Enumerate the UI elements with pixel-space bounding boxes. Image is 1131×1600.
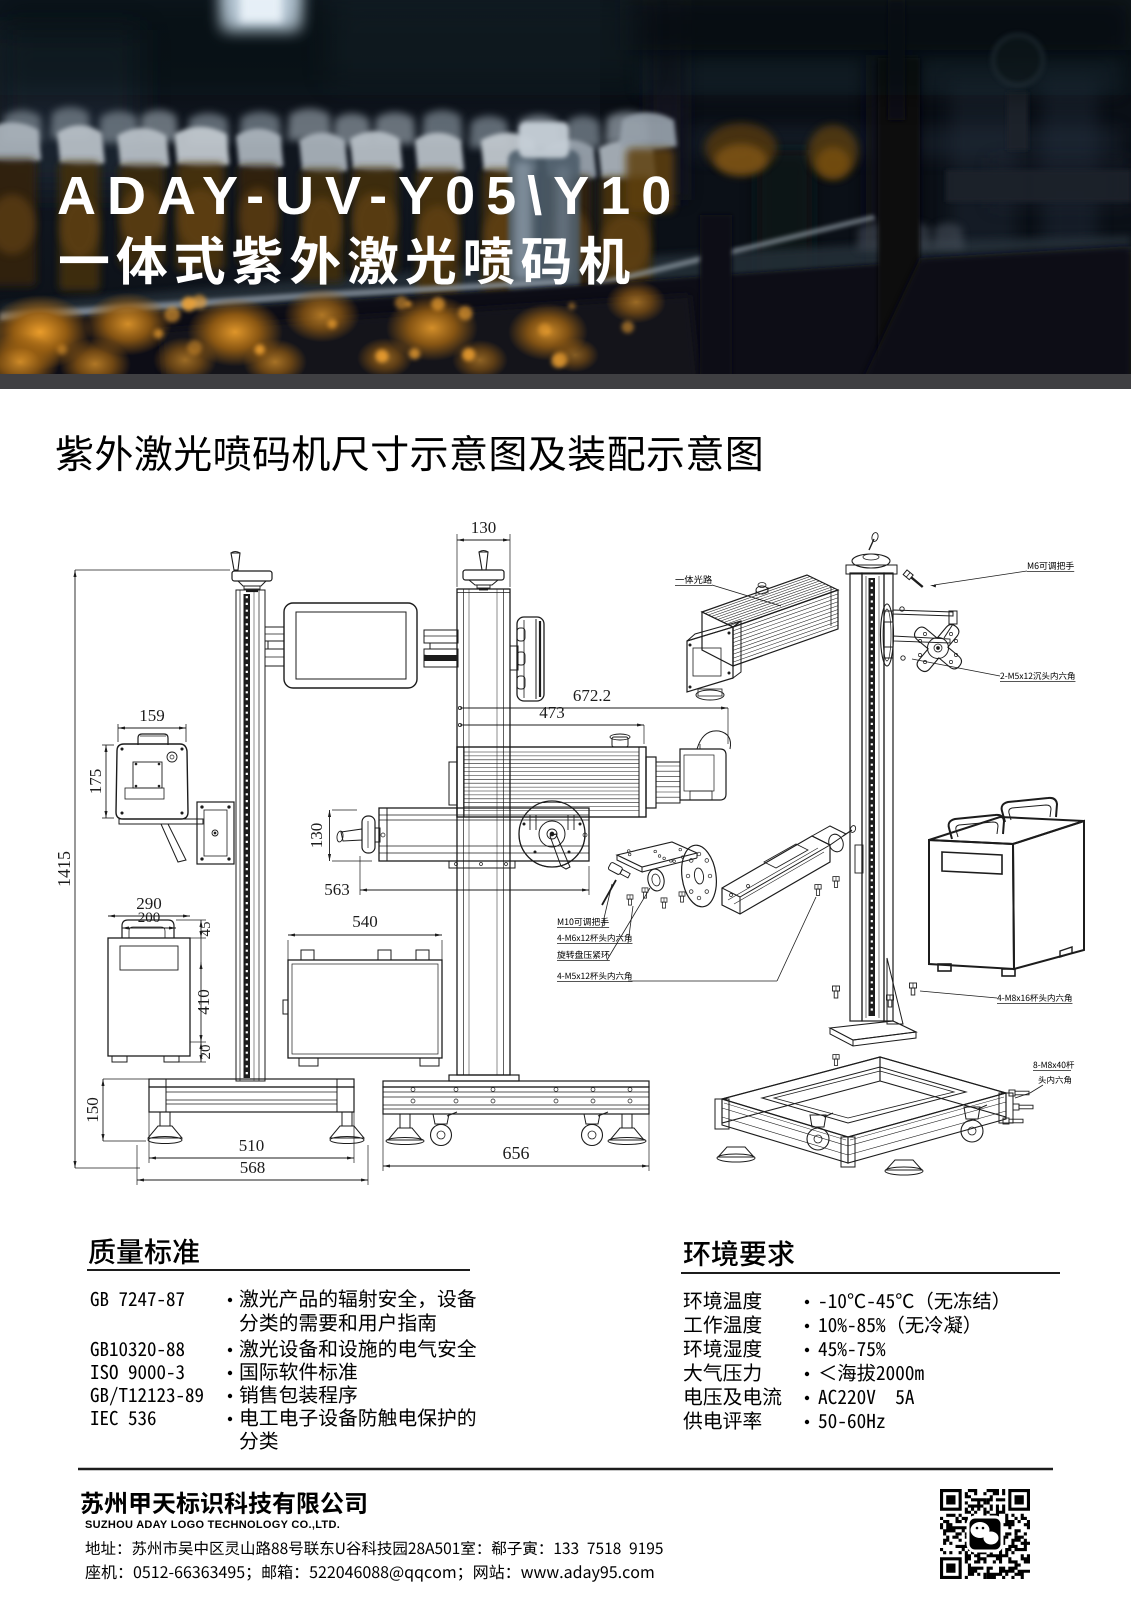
svg-text:45: 45 bbox=[198, 922, 214, 937]
svg-text:130: 130 bbox=[307, 823, 326, 849]
svg-text:159: 159 bbox=[139, 706, 165, 725]
svg-text:672.2: 672.2 bbox=[573, 686, 611, 705]
svg-text:130: 130 bbox=[471, 518, 497, 537]
svg-text:656: 656 bbox=[503, 1143, 530, 1163]
svg-text:150: 150 bbox=[83, 1097, 102, 1123]
svg-text:20: 20 bbox=[198, 1045, 214, 1060]
svg-text:175: 175 bbox=[86, 769, 105, 795]
svg-text:ADAY-UV-Y05\Y10: ADAY-UV-Y05\Y10 bbox=[57, 166, 682, 226]
svg-text:568: 568 bbox=[240, 1158, 266, 1177]
svg-text:290: 290 bbox=[136, 894, 162, 913]
svg-text:1415: 1415 bbox=[54, 851, 74, 887]
svg-text:540: 540 bbox=[352, 912, 378, 931]
svg-text:SUZHOU ADAY LOGO TECHNOLOGY CO: SUZHOU ADAY LOGO TECHNOLOGY CO.,LTD. bbox=[85, 1519, 340, 1531]
svg-text:510: 510 bbox=[239, 1136, 265, 1155]
svg-text:200: 200 bbox=[138, 910, 161, 926]
svg-text:410: 410 bbox=[194, 989, 213, 1015]
svg-text:473: 473 bbox=[539, 703, 565, 722]
svg-text:563: 563 bbox=[324, 880, 350, 899]
